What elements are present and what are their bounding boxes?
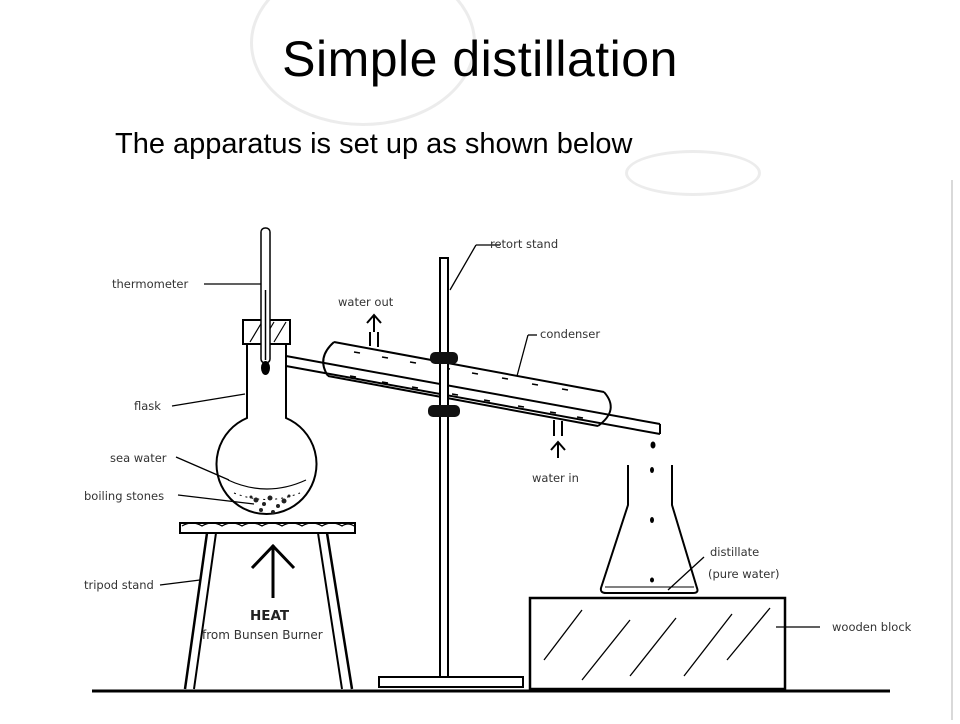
label-retort-stand: retort stand bbox=[490, 237, 558, 251]
delivery-tube bbox=[285, 355, 661, 435]
label-condenser: condenser bbox=[540, 327, 600, 341]
condenser bbox=[322, 341, 612, 427]
distillation-diagram: thermometer flask sea water boiling ston… bbox=[32, 180, 954, 720]
tripod-stand bbox=[179, 522, 356, 690]
label-boiling-stones: boiling stones bbox=[84, 489, 164, 503]
label-sea-water: sea water bbox=[110, 451, 167, 465]
label-heat-source: from Bunsen Burner bbox=[202, 628, 323, 642]
label-water-out: water out bbox=[338, 295, 394, 309]
conical-flask bbox=[599, 465, 699, 594]
label-flask: flask bbox=[134, 399, 161, 413]
boiling-stones bbox=[249, 494, 291, 514]
leader-lines bbox=[159, 244, 820, 628]
label-heat: HEAT bbox=[250, 608, 290, 624]
distillate-drips bbox=[650, 441, 656, 583]
diagram-svg: thermometer flask sea water boiling ston… bbox=[84, 180, 953, 720]
thermometer bbox=[260, 227, 271, 375]
label-distillate: distillate bbox=[710, 545, 759, 559]
heat-arrow bbox=[250, 543, 296, 598]
wooden-block bbox=[528, 596, 787, 691]
water-out-tube bbox=[366, 313, 382, 347]
background-beaker-decoration bbox=[625, 150, 761, 196]
label-wooden-block: wooden block bbox=[832, 620, 912, 634]
label-water-in: water in bbox=[532, 471, 579, 485]
water-in-tube bbox=[550, 420, 566, 458]
label-pure-water: (pure water) bbox=[708, 567, 780, 581]
label-tripod-stand: tripod stand bbox=[84, 578, 154, 592]
slide-subtitle: The apparatus is set up as shown below bbox=[115, 128, 633, 160]
flask bbox=[215, 342, 318, 515]
label-thermometer: thermometer bbox=[112, 277, 188, 291]
retort-stand bbox=[378, 257, 524, 688]
slide-title: Simple distillation bbox=[282, 31, 678, 87]
